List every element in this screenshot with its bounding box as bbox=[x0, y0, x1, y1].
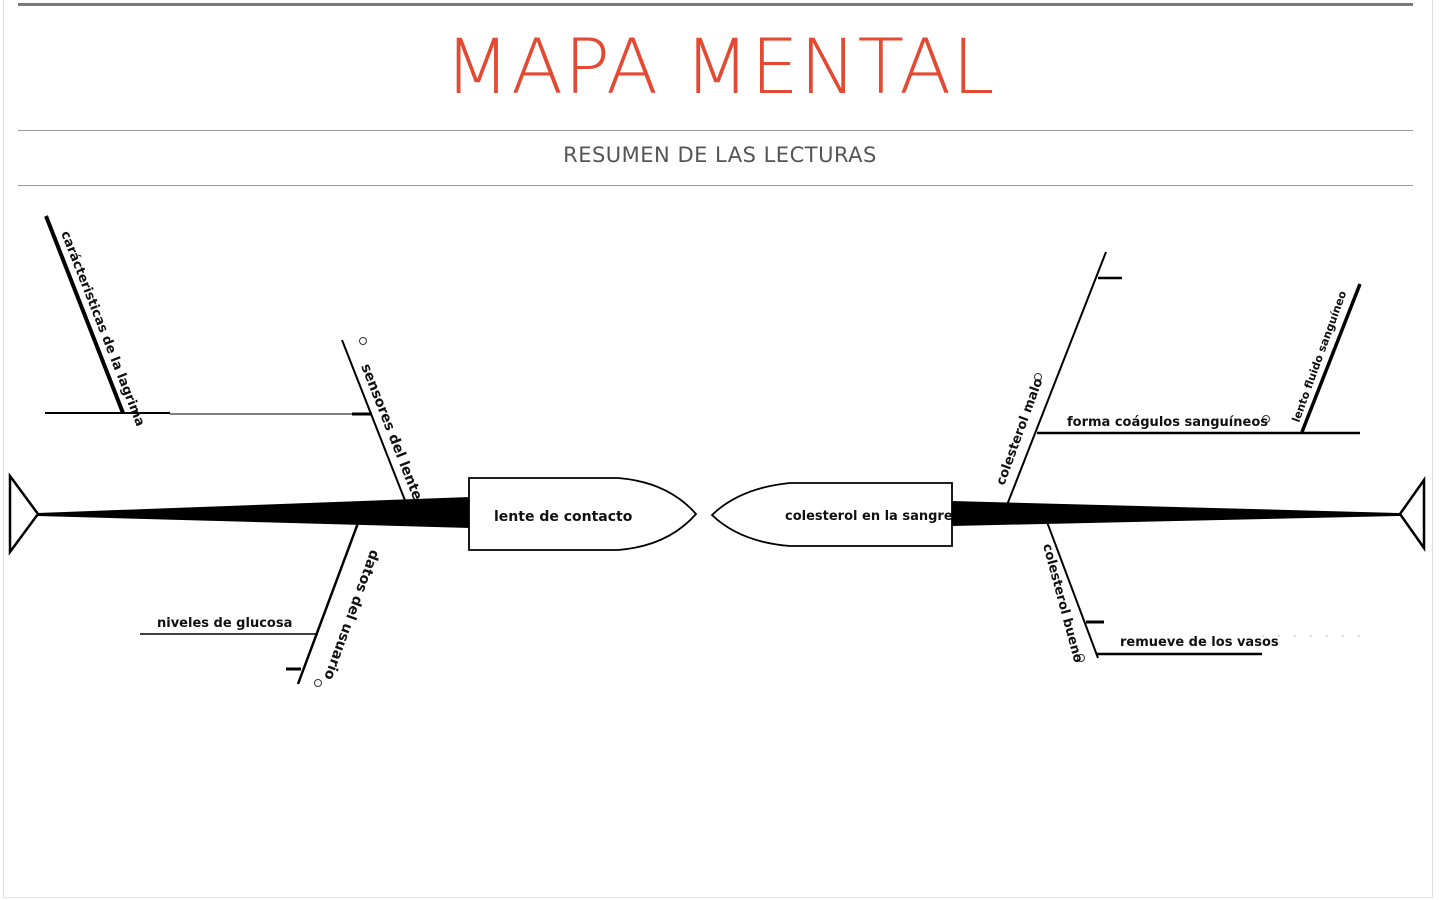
right-tail bbox=[1398, 476, 1426, 552]
right-sub-label-1: forma coágulos sanguíneos bbox=[1067, 415, 1268, 430]
left-branch-dot-2 bbox=[359, 337, 367, 345]
divider-bottom bbox=[18, 185, 1413, 186]
page-subtitle: RESUMEN DE LAS LECTURAS bbox=[563, 143, 877, 167]
divider-top bbox=[18, 130, 1413, 131]
top-rule bbox=[18, 3, 1413, 6]
left-branch-dot-3 bbox=[314, 679, 322, 687]
left-branch-line-1 bbox=[44, 215, 125, 414]
left-spine bbox=[38, 497, 470, 528]
right-spine bbox=[952, 501, 1400, 526]
left-branch-label-3: datos del usuario bbox=[320, 548, 382, 683]
right-branch-dot-1 bbox=[1034, 373, 1042, 381]
right-branch-line-2 bbox=[1300, 283, 1362, 433]
right-branch-dot-3 bbox=[1077, 654, 1085, 662]
left-sub-label-1: niveles de glucosa bbox=[157, 616, 292, 631]
left-tail bbox=[8, 472, 40, 556]
right-head-label: colesterol en la sangre bbox=[785, 509, 953, 524]
left-branch-label-1: carácteristicas de la lagrima bbox=[57, 229, 147, 429]
right-branch-label-2: lento fluido sanguíneo bbox=[1290, 289, 1350, 424]
left-branch-line-3 bbox=[296, 522, 360, 685]
left-branch-line-2 bbox=[341, 339, 407, 504]
right-sub-dot-1 bbox=[1262, 415, 1270, 423]
page-frame bbox=[3, 0, 1433, 898]
right-branch-line-1 bbox=[1006, 251, 1107, 506]
left-branch-label-2: sensores del lente bbox=[357, 362, 425, 503]
page-title: MAPA MENTAL bbox=[444, 22, 996, 111]
left-fishbone: lente de contacto carácteristicas de la … bbox=[8, 215, 698, 687]
right-head bbox=[710, 482, 953, 547]
left-head bbox=[468, 477, 698, 551]
right-sub-label-3: remueve de los vasos bbox=[1120, 635, 1279, 650]
left-head-label: lente de contacto bbox=[494, 509, 633, 525]
right-fishbone: colesterol en la sangre forma coágulos s… bbox=[710, 251, 1426, 664]
right-branch-line-3 bbox=[1046, 521, 1099, 659]
